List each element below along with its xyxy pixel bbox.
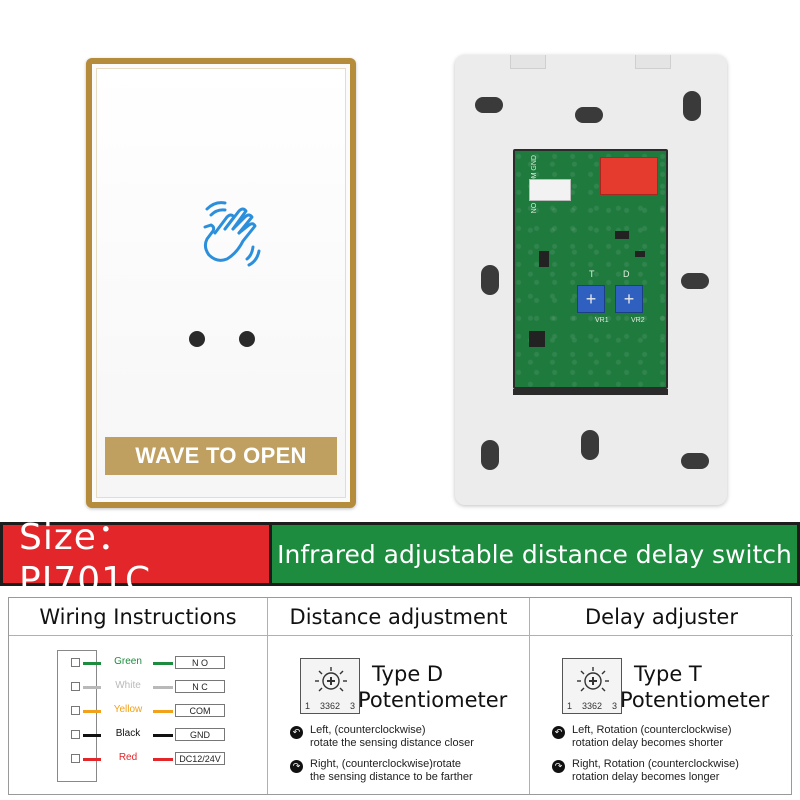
delay-potentiometer[interactable] bbox=[577, 285, 605, 313]
switch-back-panel: NO NC COM GND T D VR1 VR2 bbox=[455, 55, 727, 505]
product-description: Infrared adjustable distance delay switc… bbox=[277, 539, 792, 569]
terminal-block bbox=[57, 650, 97, 782]
wire-line bbox=[153, 734, 173, 737]
delay-component: Potentiometer bbox=[620, 688, 770, 712]
wire-connector bbox=[529, 179, 571, 201]
delay-title: Delay adjuster bbox=[530, 598, 793, 636]
chip bbox=[635, 251, 645, 257]
clockwise-arrow-icon: ↷ bbox=[552, 760, 565, 773]
wire-color-label: White bbox=[115, 680, 141, 691]
wiring-row: Yellow COM bbox=[71, 704, 241, 718]
terminal-slot bbox=[71, 730, 80, 739]
delay-type: Type T bbox=[634, 662, 702, 686]
wire-color-label: Yellow bbox=[113, 704, 143, 715]
wire-function-label: GND bbox=[175, 728, 225, 741]
wire-line bbox=[83, 662, 101, 665]
terminal-slot bbox=[71, 754, 80, 763]
wire-color-label: Red bbox=[118, 752, 138, 763]
mount-hole bbox=[481, 440, 499, 470]
size-banner: Size： PI701C bbox=[0, 517, 272, 601]
chip bbox=[615, 231, 629, 239]
wave-to-open-text: WAVE TO OPEN bbox=[135, 443, 307, 468]
info-table: Wiring Instructions Green N O White N C Yell… bbox=[8, 597, 793, 795]
wave-to-open-label[interactable]: WAVE TO OPEN bbox=[105, 437, 337, 475]
pot-sublabel-vr1: VR1 bbox=[595, 317, 609, 324]
mount-hole bbox=[681, 453, 709, 469]
chip bbox=[529, 331, 545, 347]
distance-column: Distance adjustment 1 3362 3 Type D Pote… bbox=[267, 598, 529, 794]
size-label: Size： PI701C bbox=[19, 516, 152, 601]
wiring-title: Wiring Instructions bbox=[9, 598, 267, 636]
description-banner: Infrared adjustable distance delay switc… bbox=[272, 522, 800, 586]
wire-function-label: N O bbox=[175, 656, 225, 669]
ir-sensor-right bbox=[239, 331, 255, 347]
circuit-board: NO NC COM GND T D VR1 VR2 bbox=[513, 149, 668, 389]
wire-line bbox=[153, 758, 173, 761]
mount-clip bbox=[510, 55, 546, 69]
mount-hole bbox=[581, 430, 599, 460]
wire-function-label: N C bbox=[175, 680, 225, 693]
terminal-slot bbox=[71, 706, 80, 715]
wire-color-label: Green bbox=[114, 656, 142, 667]
wiring-row: Green N O bbox=[71, 656, 241, 670]
delay-column: Delay adjuster 1 3362 3 Type T Potentiom… bbox=[529, 598, 793, 794]
hand-wave-icon bbox=[203, 201, 261, 267]
distance-component: Potentiometer bbox=[358, 688, 508, 712]
terminal-slot bbox=[71, 682, 80, 691]
distance-type: Type D bbox=[372, 662, 444, 686]
wire-line bbox=[83, 734, 101, 737]
ir-sensor-left bbox=[189, 331, 205, 347]
wire-line bbox=[83, 710, 101, 713]
wire-line bbox=[83, 758, 101, 761]
wiring-row: Red DC12/24V bbox=[71, 752, 241, 766]
mount-hole bbox=[481, 265, 499, 295]
potentiometer-dial-icon: 1 3362 3 bbox=[562, 658, 622, 714]
wire-line bbox=[153, 710, 173, 713]
wire-line bbox=[153, 662, 173, 665]
wire-function-label: DC12/24V bbox=[175, 752, 225, 765]
distance-potentiometer[interactable] bbox=[615, 285, 643, 313]
mount-hole bbox=[683, 91, 701, 121]
front-panel-face: WAVE TO OPEN bbox=[96, 68, 346, 498]
pot-label-d: D bbox=[623, 269, 630, 279]
dial-icon bbox=[315, 667, 347, 692]
distance-title: Distance adjustment bbox=[268, 598, 529, 636]
wire-line bbox=[83, 686, 101, 689]
mount-hole bbox=[681, 273, 709, 289]
pcb-edge bbox=[513, 389, 668, 395]
wire-color-label: Black bbox=[115, 728, 141, 739]
dial-numbers: 1 3362 3 bbox=[305, 701, 355, 711]
pot-sublabel-vr2: VR2 bbox=[631, 317, 645, 324]
mount-clip bbox=[635, 55, 671, 69]
mount-hole bbox=[475, 97, 503, 113]
dial-icon bbox=[577, 667, 609, 692]
switch-front-panel: WAVE TO OPEN bbox=[86, 58, 356, 508]
wiring-row: Black GND bbox=[71, 728, 241, 742]
chip bbox=[539, 251, 549, 267]
counterclockwise-arrow-icon: ↶ bbox=[290, 726, 303, 739]
wire-line bbox=[153, 686, 173, 689]
pot-label-t: T bbox=[589, 269, 595, 279]
wiring-column: Wiring Instructions Green N O White N C Yell… bbox=[9, 598, 267, 794]
wiring-row: White N C bbox=[71, 680, 241, 694]
wire-function-label: COM bbox=[175, 704, 225, 717]
clockwise-arrow-icon: ↷ bbox=[290, 760, 303, 773]
relay-component bbox=[600, 157, 658, 195]
counterclockwise-arrow-icon: ↶ bbox=[552, 726, 565, 739]
potentiometer-dial-icon: 1 3362 3 bbox=[300, 658, 360, 714]
mount-hole bbox=[575, 107, 603, 123]
terminal-slot bbox=[71, 658, 80, 667]
dial-numbers: 1 3362 3 bbox=[567, 701, 617, 711]
